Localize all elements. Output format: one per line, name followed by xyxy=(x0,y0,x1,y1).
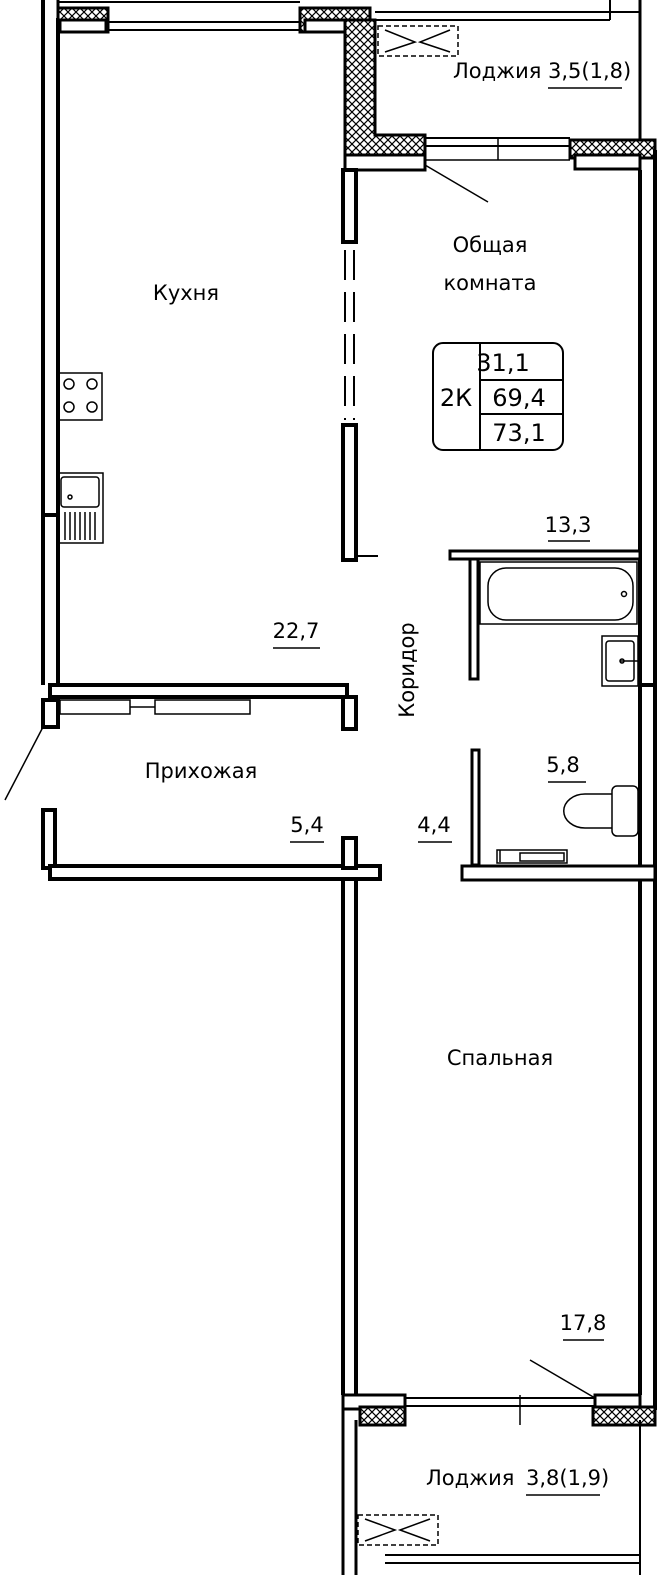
kitchen-hall-partition xyxy=(41,683,358,731)
bath-area: 5,8 xyxy=(546,753,579,777)
bathroom-door-rail xyxy=(496,849,568,864)
toilet-icon xyxy=(563,785,639,837)
hall-lower-wall xyxy=(41,808,382,881)
bottom-loggia xyxy=(341,1410,641,1575)
living-name-line2: комната xyxy=(443,271,536,295)
top-loggia xyxy=(375,0,657,171)
sink-icon xyxy=(57,472,104,544)
kitchen-top-window xyxy=(56,0,372,34)
kitchen-area: 22,7 xyxy=(273,619,320,643)
summary-total-area: 69,4 xyxy=(492,384,545,412)
living-name-line1: Общая xyxy=(453,233,528,257)
kitchen-name: Кухня xyxy=(153,281,219,305)
living-area: 13,3 xyxy=(545,513,592,537)
loggia-partition-wall xyxy=(343,18,427,172)
ac-unit-icon xyxy=(377,25,459,57)
ac-unit-icon xyxy=(357,1514,439,1546)
left-exterior-wall xyxy=(41,0,60,685)
washbasin-icon xyxy=(601,635,639,687)
bedroom-door-swing-icon xyxy=(529,1359,596,1399)
kitchen-door-rail xyxy=(59,699,251,715)
stove-icon xyxy=(57,372,103,421)
bathtub-icon xyxy=(479,561,638,625)
right-exterior-wall xyxy=(638,150,657,885)
kitchen-living-partition xyxy=(341,168,378,562)
bottom-loggia-name: Лоджия xyxy=(426,1466,514,1490)
bottom-loggia-area: 3,8(1,9) xyxy=(526,1466,609,1490)
summary-living-area: 31,1 xyxy=(476,349,529,377)
summary-type: 2К xyxy=(440,384,472,412)
area-summary-box xyxy=(432,342,564,451)
bathroom-walls xyxy=(448,549,657,882)
hall-name: Прихожая xyxy=(145,759,257,783)
top-loggia-area: 3,5(1,8) xyxy=(548,59,631,83)
bedroom-name: Спальная xyxy=(447,1046,553,1070)
bedroom-area: 17,8 xyxy=(560,1311,607,1335)
corridor-name: Коридор xyxy=(395,622,419,717)
top-loggia-name: Лоджия xyxy=(453,59,541,83)
bedroom-window xyxy=(341,1393,657,1427)
summary-total-with-loggia: 73,1 xyxy=(492,419,545,447)
entrance-door-swing-icon xyxy=(4,726,44,801)
door-swing-icon xyxy=(424,164,489,203)
hall-area: 5,4 xyxy=(290,813,323,837)
bedroom-walls xyxy=(341,878,657,1410)
corridor-area: 4,4 xyxy=(417,813,450,837)
